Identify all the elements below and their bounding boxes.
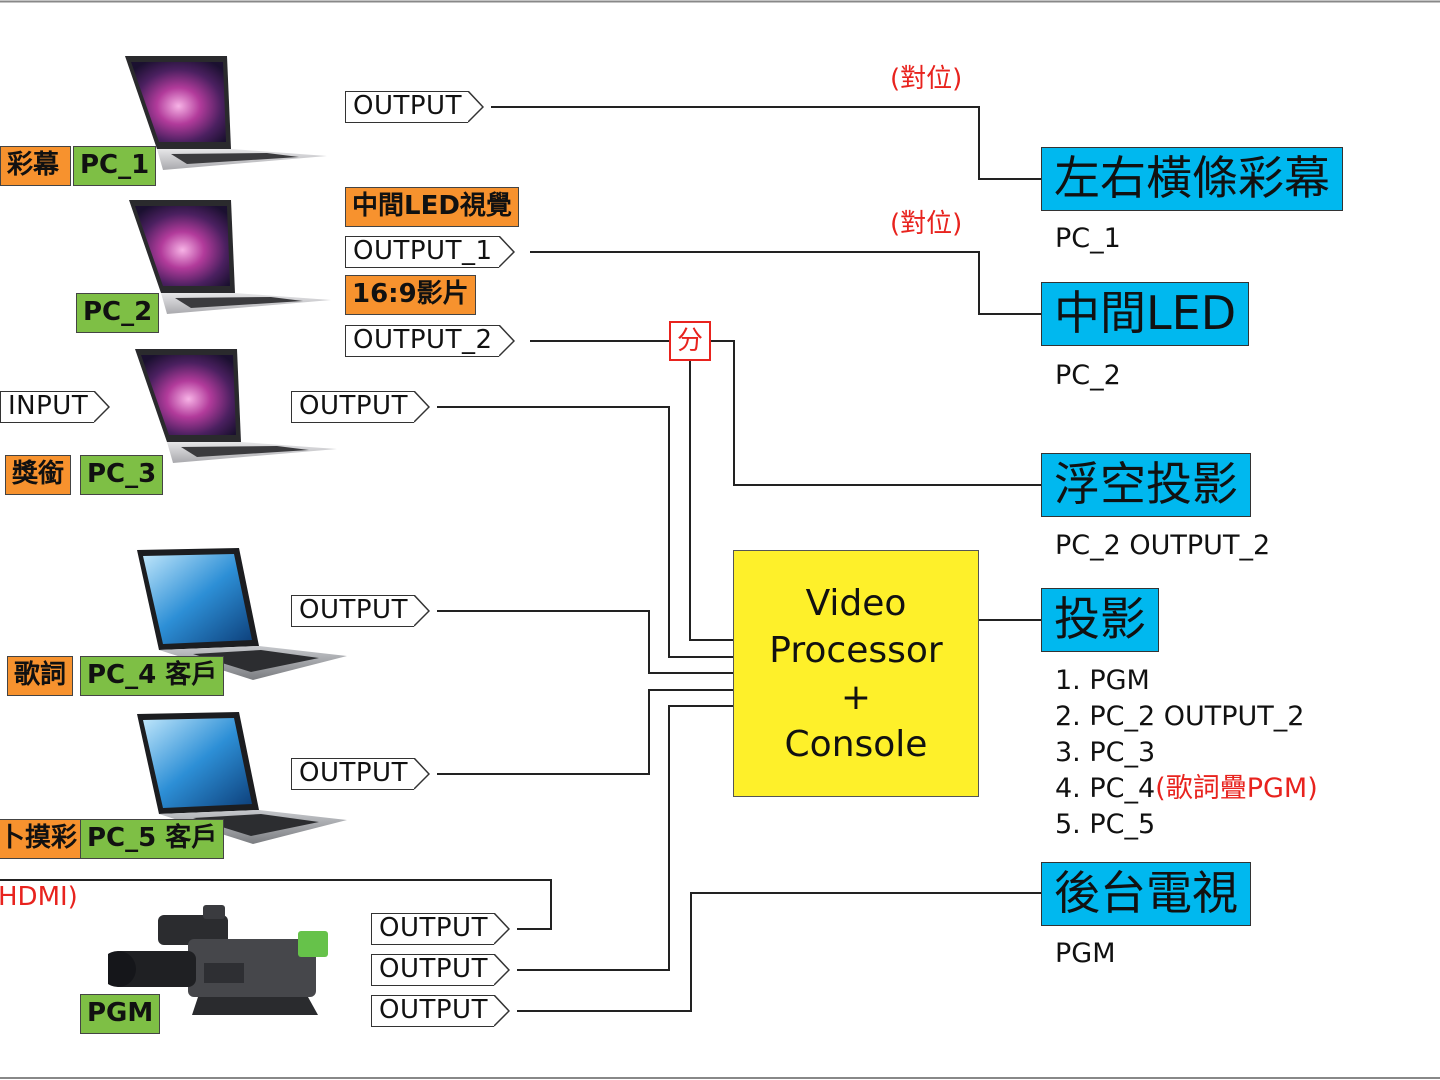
wire-splitter-to-hologram	[711, 340, 1042, 486]
lyrics-overlay-note: (歌詞疊PGM)	[1155, 773, 1318, 804]
port-label: OUTPUT	[379, 995, 488, 1025]
role-tag-pc2-led: 中間LED視覺	[345, 187, 519, 227]
port-pc2-output1: OUTPUT_1	[345, 235, 515, 268]
wire-pc1-to-side-screen	[491, 106, 1042, 180]
source-tag-pc1: PC_1	[73, 146, 157, 186]
broadcast-camera-icon	[108, 905, 328, 1015]
port-label: OUTPUT	[379, 913, 488, 943]
role-tag-pc1: 彩幕	[0, 146, 71, 186]
signal-splitter: 分	[669, 321, 711, 361]
wire-pc2-out1-to-led	[530, 251, 1042, 315]
processor-line3: +	[840, 676, 872, 718]
video-processor-console: Video Processor + Console	[733, 550, 979, 797]
dest-projection-source-1: 1. PGM	[1055, 665, 1150, 696]
wire-pc4-to-processor	[437, 610, 733, 674]
dest-hologram-projection: 浮空投影	[1041, 453, 1251, 517]
alignment-note-2: (對位)	[890, 209, 963, 239]
dest-projection-source-4-label: 4. PC_4	[1055, 773, 1156, 804]
dest-projection: 投影	[1041, 588, 1159, 652]
port-label: OUTPUT	[299, 595, 408, 625]
wire-pc5-to-processor	[437, 689, 733, 775]
macbook-icon-pc2	[129, 200, 331, 314]
role-tag-pc5: 卜摸彩	[0, 819, 85, 859]
macbook-icon-pc3	[135, 349, 337, 463]
laptop-icon-pc4	[137, 548, 347, 680]
dest-hologram-projection-source: PC_2 OUTPUT_2	[1055, 530, 1271, 561]
port-label: OUTPUT	[299, 758, 408, 788]
port-label: INPUT	[8, 391, 89, 421]
wire-cam2-to-processor	[517, 705, 733, 971]
dest-backstage-tv: 後台電視	[1041, 862, 1251, 926]
source-tag-pc4: PC_4 客戶	[80, 656, 225, 696]
processor-line2: Processor	[769, 629, 943, 671]
role-tag-pc4: 歌詞	[7, 656, 74, 696]
port-camera-output3: OUTPUT	[371, 994, 510, 1027]
port-pc3-input: INPUT	[0, 390, 111, 423]
port-pc1-output: OUTPUT	[345, 90, 484, 123]
dest-projection-source-2: 2. PC_2 OUTPUT_2	[1055, 701, 1305, 732]
wire-splitter-to-processor	[689, 361, 733, 641]
source-tag-pc5: PC_5 客戶	[80, 819, 225, 859]
macbook-icon-pc1	[125, 56, 327, 170]
dest-side-color-screen: 左右橫條彩幕	[1041, 147, 1343, 211]
source-tag-camera: PGM	[80, 994, 161, 1034]
port-label: OUTPUT	[379, 954, 488, 984]
dest-backstage-tv-source: PGM	[1055, 938, 1116, 969]
source-tag-pc3: PC_3	[80, 455, 164, 495]
port-label: OUTPUT_1	[353, 236, 493, 266]
wire-cam3-to-backstage-tv	[517, 892, 1042, 1012]
dest-projection-source-4: 4. PC_4(歌詞疊PGM)	[1055, 771, 1318, 807]
dest-projection-source-3: 3. PC_3	[1055, 737, 1156, 768]
alignment-note-1: (對位)	[890, 64, 963, 94]
dest-side-color-screen-source: PC_1	[1055, 223, 1121, 254]
wire-cam1-to-hdmi	[0, 879, 552, 930]
dest-center-led: 中間LED	[1041, 282, 1250, 346]
port-pc4-output: OUTPUT	[291, 594, 430, 627]
role-tag-pc2-video: 16:9影片	[345, 275, 476, 315]
dest-projection-source-5: 5. PC_5	[1055, 809, 1156, 840]
wire-pc3-to-processor	[437, 406, 733, 658]
port-pc2-output2: OUTPUT_2	[345, 324, 515, 357]
role-tag-pc3: 獎銜	[5, 455, 72, 495]
source-tag-pc2: PC_2	[76, 293, 160, 333]
port-camera-output1: OUTPUT	[371, 912, 510, 945]
port-camera-output2: OUTPUT	[371, 953, 510, 986]
port-label: OUTPUT_2	[353, 325, 493, 355]
port-label: OUTPUT	[353, 91, 462, 121]
processor-line1: Video	[805, 582, 907, 624]
hdmi-note: HDMI)	[0, 882, 78, 912]
laptop-icon-pc5	[137, 712, 347, 844]
port-pc5-output: OUTPUT	[291, 757, 430, 790]
dest-center-led-source: PC_2	[1055, 360, 1121, 391]
port-pc3-output: OUTPUT	[291, 390, 430, 423]
port-label: OUTPUT	[299, 391, 408, 421]
processor-line4: Console	[784, 723, 928, 765]
